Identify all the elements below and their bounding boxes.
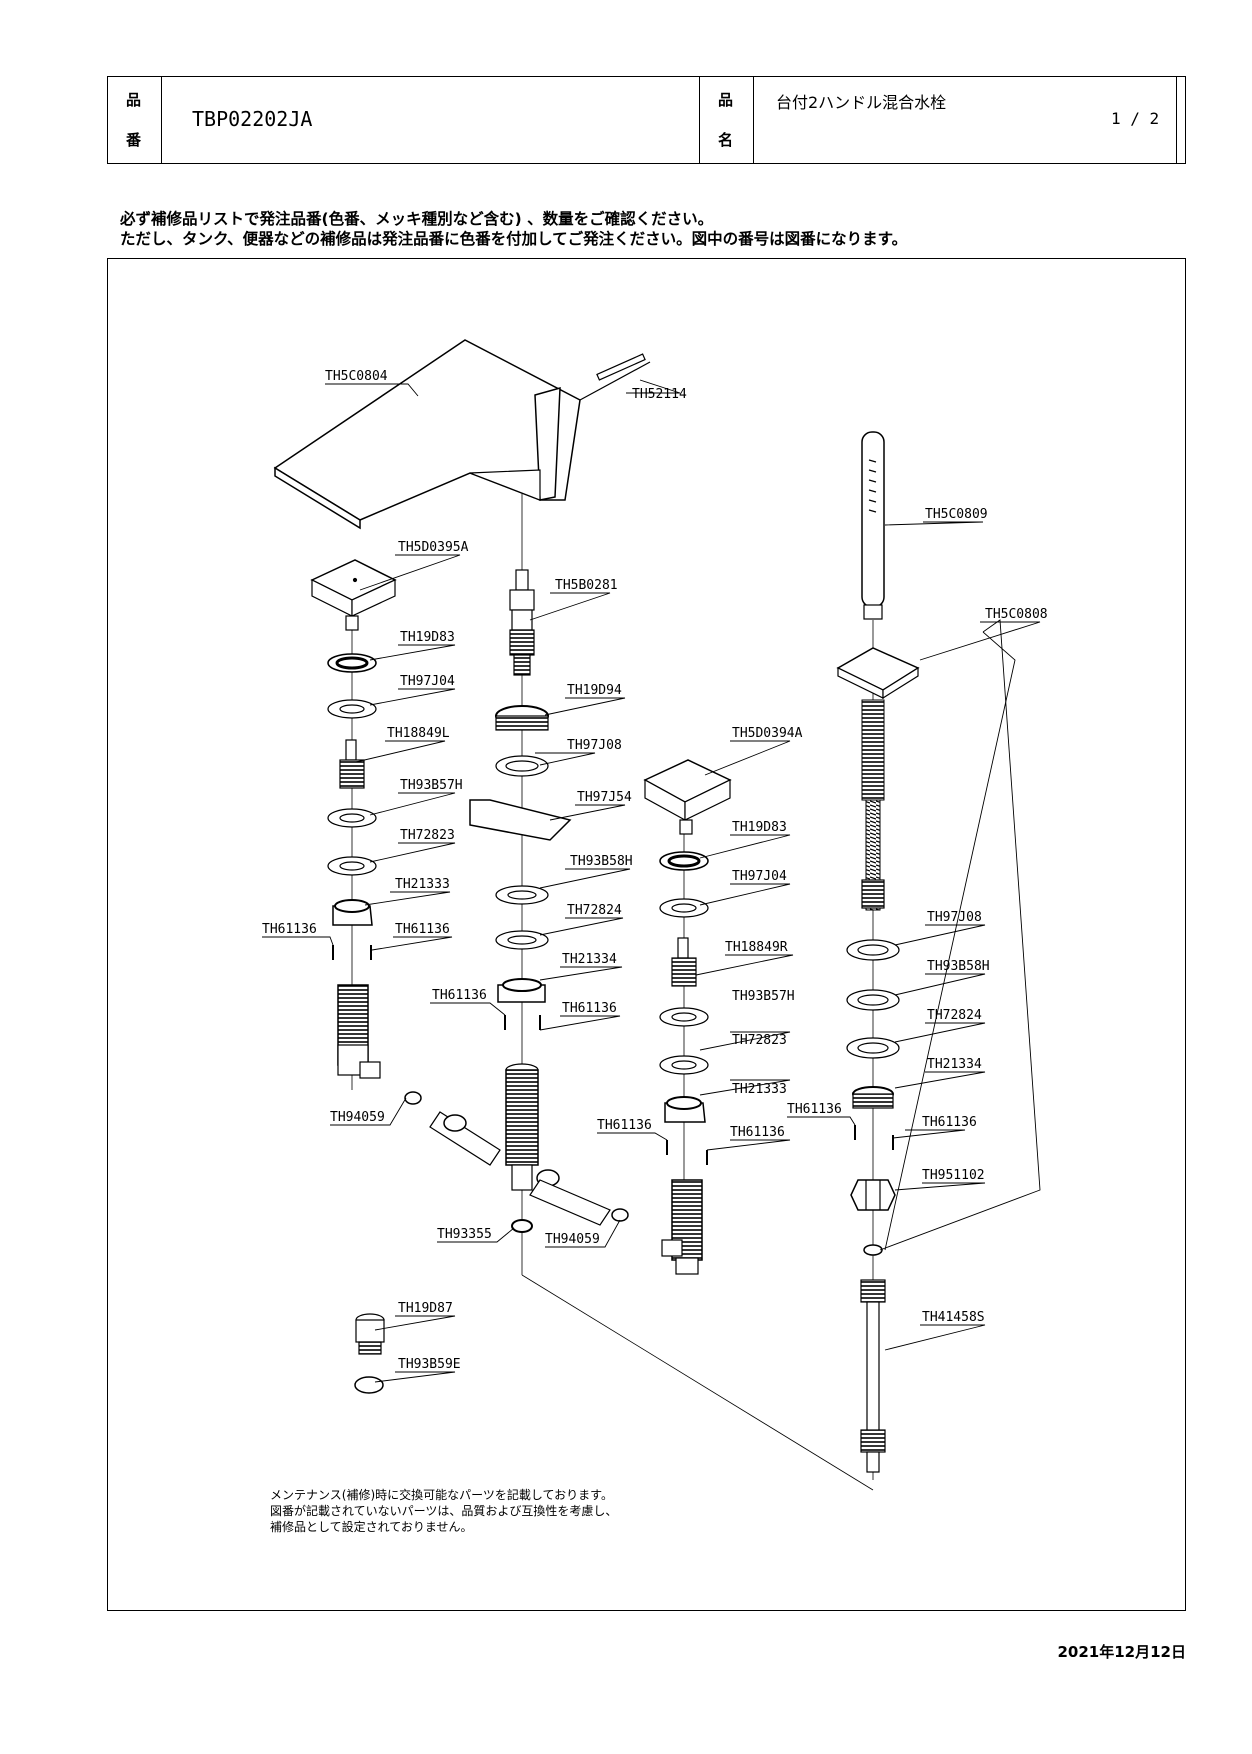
part-label: TH61136 bbox=[262, 922, 317, 937]
shower-supply-hose-part bbox=[860, 1279, 886, 1473]
part-label: TH97J04 bbox=[400, 674, 455, 689]
header-table: 品 番 TBP02202JA 品 名 台付2ハンドル混合水栓 1 / 2 bbox=[107, 76, 1186, 164]
right-valve-body bbox=[661, 1179, 703, 1275]
part-number-label-1: 品 bbox=[126, 91, 142, 109]
part-label: TH52114 bbox=[632, 387, 687, 402]
part-label: TH72824 bbox=[567, 903, 622, 918]
left-cartridge-part bbox=[339, 739, 365, 789]
notice-line-1: 必ず補修品リストで発注品番(色番、メッキ種別など含む) 、数量をご確認ください。 bbox=[120, 210, 714, 228]
product-name-cell: 台付2ハンドル混合水栓 bbox=[754, 77, 1177, 163]
part-label: TH61136 bbox=[432, 988, 487, 1003]
part-label: TH93B58H bbox=[570, 854, 633, 869]
name-label-1: 品 bbox=[718, 91, 734, 109]
part-label: TH93B57H bbox=[732, 989, 795, 1004]
part-label: TH93355 bbox=[437, 1227, 492, 1242]
part-label: TH97J08 bbox=[927, 910, 982, 925]
part-label: TH61136 bbox=[597, 1118, 652, 1133]
right-cartridge-part bbox=[671, 937, 697, 987]
part-label: TH19D83 bbox=[732, 820, 787, 835]
name-label-cell: 品 名 bbox=[700, 77, 754, 163]
part-label: TH93B57H bbox=[400, 778, 463, 793]
page-number: 1 / 2 bbox=[1111, 109, 1160, 128]
footnote-line-3: 補修品として設定されておりません。 bbox=[270, 1520, 473, 1534]
part-label: TH61136 bbox=[730, 1125, 785, 1140]
notice-line-2: ただし、タンク、便器などの補修品は発注品番に色番を付加してご発注ください。図中の… bbox=[120, 230, 908, 248]
part-label: TH5B0281 bbox=[555, 578, 618, 593]
part-label: TH97J04 bbox=[732, 869, 787, 884]
part-label: TH61136 bbox=[787, 1102, 842, 1117]
part-label: TH21334 bbox=[562, 952, 617, 967]
part-label: TH61136 bbox=[395, 922, 450, 937]
left-handle-part bbox=[310, 559, 397, 631]
part-label: TH5C0808 bbox=[985, 607, 1048, 622]
part-label: TH21333 bbox=[395, 877, 450, 892]
part-label: TH21333 bbox=[732, 1082, 787, 1097]
hand-shower-part bbox=[861, 431, 885, 620]
part-label: TH5C0809 bbox=[925, 507, 988, 522]
part-label: TH97J54 bbox=[577, 790, 632, 805]
spout-part bbox=[273, 339, 651, 530]
center-valve-body bbox=[505, 1063, 539, 1191]
part-label: TH94059 bbox=[330, 1110, 385, 1125]
shower-nut-part bbox=[850, 1179, 896, 1211]
left-valve-body bbox=[337, 984, 381, 1079]
diverter-spindle-part bbox=[509, 569, 535, 676]
part-label: TH97J08 bbox=[567, 738, 622, 753]
part-number-cell: TBP02202JA bbox=[162, 77, 700, 163]
part-label: TH5C0804 bbox=[325, 369, 388, 384]
part-label: TH21334 bbox=[927, 1057, 982, 1072]
footnote-line-2: 図番が記載されていないパーツは、品質および互換性を考慮し、 bbox=[270, 1504, 618, 1518]
part-label: TH72823 bbox=[400, 828, 455, 843]
part-label: TH18849R bbox=[725, 940, 788, 955]
part-label: TH93B59E bbox=[398, 1357, 461, 1372]
part-label: TH93B58H bbox=[927, 959, 990, 974]
issue-date: 2021年12月12日 bbox=[1057, 1643, 1187, 1661]
part-label: TH5D0395A bbox=[398, 540, 469, 555]
part-label: TH61136 bbox=[562, 1001, 617, 1016]
part-label: TH19D83 bbox=[400, 630, 455, 645]
part-label: TH72823 bbox=[732, 1033, 787, 1048]
part-label: TH18849L bbox=[387, 726, 450, 741]
shower-holder-part bbox=[836, 647, 920, 911]
part-number-label-cell: 品 番 bbox=[108, 77, 162, 163]
footnote-line-1: メンテナンス(補修)時に交換可能なパーツを記載しております。 bbox=[270, 1488, 613, 1502]
right-handle-part bbox=[643, 759, 732, 835]
diagram-frame bbox=[107, 258, 1186, 1611]
plug-part bbox=[355, 1313, 385, 1355]
part-label: TH41458S bbox=[922, 1310, 985, 1325]
part-label: TH61136 bbox=[922, 1115, 977, 1130]
part-label: TH5D0394A bbox=[732, 726, 803, 741]
part-number-label-2: 番 bbox=[126, 131, 142, 149]
product-name: 台付2ハンドル混合水栓 bbox=[776, 93, 947, 112]
part-label: TH72824 bbox=[927, 1008, 982, 1023]
part-label: TH951102 bbox=[922, 1168, 985, 1183]
part-label: TH94059 bbox=[545, 1232, 600, 1247]
name-label-2: 名 bbox=[718, 131, 734, 149]
part-number: TBP02202JA bbox=[192, 107, 313, 131]
part-label: TH19D87 bbox=[398, 1301, 453, 1316]
part-label: TH19D94 bbox=[567, 683, 622, 698]
